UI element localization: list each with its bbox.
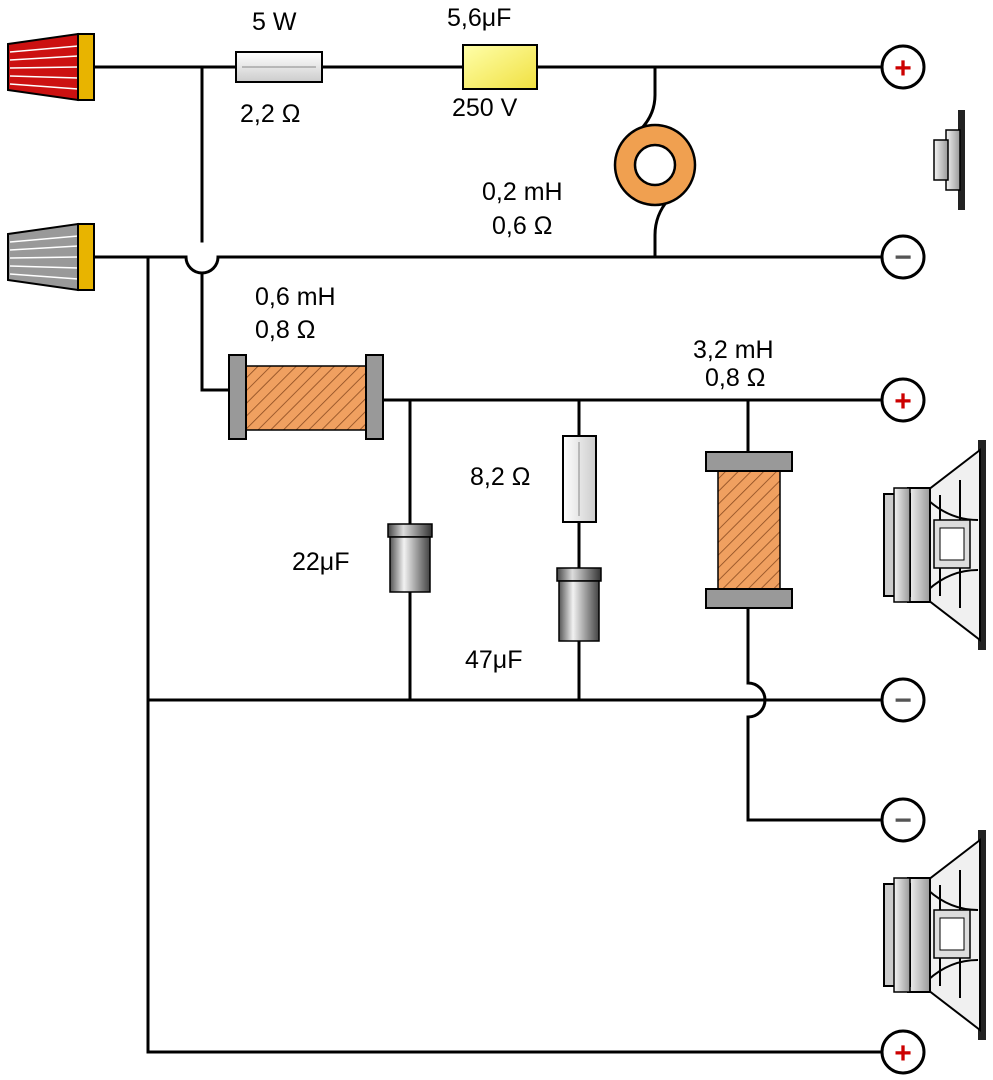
woofer-upper-icon	[883, 440, 986, 650]
capacitor-zobel-label: 47μF	[465, 646, 522, 674]
tweeter-icon	[933, 110, 965, 210]
inductor-lf2-r-label: 0,8 Ω	[705, 364, 765, 392]
inductor-lf2	[705, 451, 793, 609]
inductor-hf-r-label: 0,6 Ω	[492, 212, 552, 240]
terminal-woofer1-plus[interactable]: +	[880, 377, 926, 423]
terminal-sign: +	[894, 1037, 912, 1070]
resistor-power-label: 5 W	[252, 8, 297, 36]
toroid-inductor-hf	[613, 123, 697, 207]
terminal-sign: +	[894, 385, 912, 418]
capacitor-hf	[462, 44, 538, 90]
terminal-sign: −	[894, 241, 912, 274]
input-plus-connector[interactable]	[7, 32, 95, 102]
wiring	[91, 65, 882, 1054]
capacitor-zobel	[556, 567, 602, 642]
terminal-woofer2-plus[interactable]: +	[880, 1029, 926, 1075]
terminal-tweeter-minus[interactable]: −	[880, 234, 926, 280]
resistor-hf	[235, 51, 323, 83]
input-minus-connector[interactable]	[7, 222, 95, 292]
capacitor-voltage-label: 250 V	[452, 94, 518, 122]
inductor-hf-l-label: 0,2 mH	[482, 178, 563, 206]
capacitor-lf1	[387, 523, 433, 593]
terminal-woofer1-minus[interactable]: −	[880, 677, 926, 723]
resistor-hf-label: 2,2 Ω	[240, 100, 300, 128]
terminal-sign: +	[894, 52, 912, 85]
terminal-tweeter-plus[interactable]: +	[880, 44, 926, 90]
capacitor-lf1-label: 22μF	[292, 548, 349, 576]
inductor-lf1-l-label: 0,6 mH	[255, 283, 336, 311]
resistor-zobel-label: 8,2 Ω	[470, 463, 530, 491]
resistor-zobel	[562, 435, 597, 523]
terminal-sign: −	[894, 684, 912, 717]
woofer-lower-icon	[883, 830, 986, 1040]
capacitor-hf-label: 5,6μF	[447, 4, 511, 32]
inductor-lf1	[228, 354, 384, 440]
terminal-sign: −	[894, 804, 912, 837]
inductor-lf2-l-label: 3,2 mH	[693, 336, 774, 364]
terminal-woofer2-minus[interactable]: −	[880, 797, 926, 843]
inductor-lf1-r-label: 0,8 Ω	[255, 316, 315, 344]
